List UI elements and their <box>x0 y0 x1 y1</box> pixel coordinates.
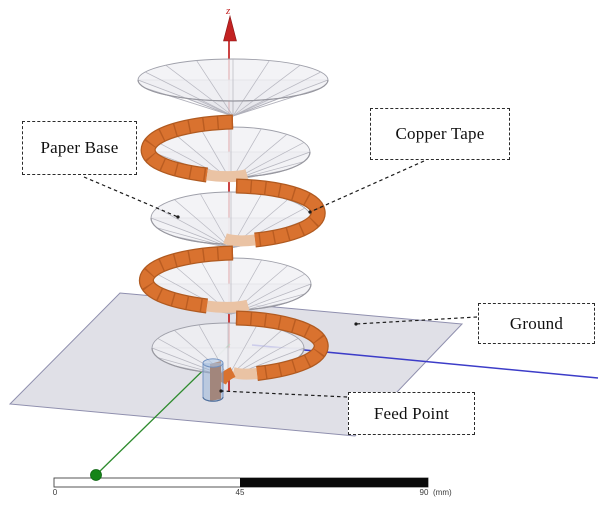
copper-tape-hidden-segment-3 <box>206 299 250 313</box>
feed-cylinder <box>202 358 224 402</box>
leader-tip-paper-base <box>176 215 180 219</box>
scale-bar: 0 45 90 (mm) <box>53 477 452 497</box>
copper-tape-arc <box>140 246 234 313</box>
label-box-feed-point: Feed Point <box>348 392 475 435</box>
copper-tape-turn-3 <box>138 245 234 314</box>
copper-tape-hidden-segment-2 <box>223 233 256 247</box>
origin-marker <box>90 469 102 481</box>
copper-tape-arc <box>235 179 325 247</box>
paper-cone-1 <box>137 58 329 117</box>
leader-tip-feed-point <box>219 389 223 393</box>
z-axis-arrowhead <box>223 14 237 42</box>
copper-tape-hidden-segment-4 <box>231 367 258 380</box>
copper-tape-arc <box>235 311 328 380</box>
scale-label-unit: (mm) <box>433 488 452 497</box>
leader-line-copper-tape <box>309 160 425 213</box>
copper-tape-hidden-segment-1 <box>206 169 249 183</box>
scale-bar-black-segment <box>240 478 428 487</box>
copper-tape-turn-1 <box>140 114 234 183</box>
leader-line-feed-point <box>220 390 348 398</box>
label-box-paper-base: Paper Base <box>22 121 137 175</box>
x-axis-line <box>251 344 599 379</box>
scale-label-90: 90 <box>420 488 429 497</box>
leader-line-ground <box>355 316 478 325</box>
scale-label-0: 0 <box>53 488 58 497</box>
copper-tape-segments <box>142 115 234 182</box>
leader-tip-copper-tape <box>308 210 312 214</box>
z-axis-label: z <box>225 5 231 17</box>
paper-cone-5 <box>151 322 305 378</box>
leader-tip-ground <box>354 322 358 326</box>
label-box-ground: Ground <box>478 303 595 344</box>
label-box-copper-tape: Copper Tape <box>370 108 510 160</box>
copper-tape-turn-4 <box>235 310 329 381</box>
leader-line-paper-base <box>83 176 179 218</box>
scale-label-45: 45 <box>236 488 245 497</box>
copper-tape-turn-2 <box>235 178 326 248</box>
